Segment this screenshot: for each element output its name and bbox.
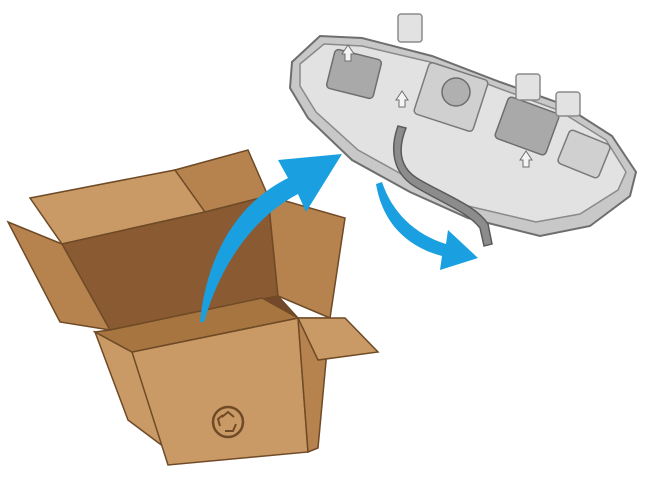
box-front-flap [92, 297, 301, 353]
tray-compartment [557, 129, 611, 179]
curved-rotate-arrow-icon [376, 182, 478, 270]
tray-release-strap [392, 125, 493, 247]
tray-up-arrow-icon [341, 44, 355, 62]
toner-packing-tray-icon [288, 13, 638, 247]
recycle-symbol-icon [211, 405, 245, 439]
tray-post [555, 91, 581, 117]
tray-post [515, 73, 541, 101]
tray-up-arrow-icon [395, 90, 409, 108]
tray-rim [299, 43, 627, 223]
tray-compartment [494, 96, 560, 156]
tray-up-arrow-icon [519, 150, 533, 168]
box-front-right-flap [296, 317, 380, 361]
tray-post [397, 13, 423, 43]
curved-lift-arrow-icon [200, 154, 342, 322]
tray-round-recess [441, 77, 471, 107]
open-cardboard-box-icon [6, 149, 380, 466]
tray-compartment [325, 48, 383, 100]
